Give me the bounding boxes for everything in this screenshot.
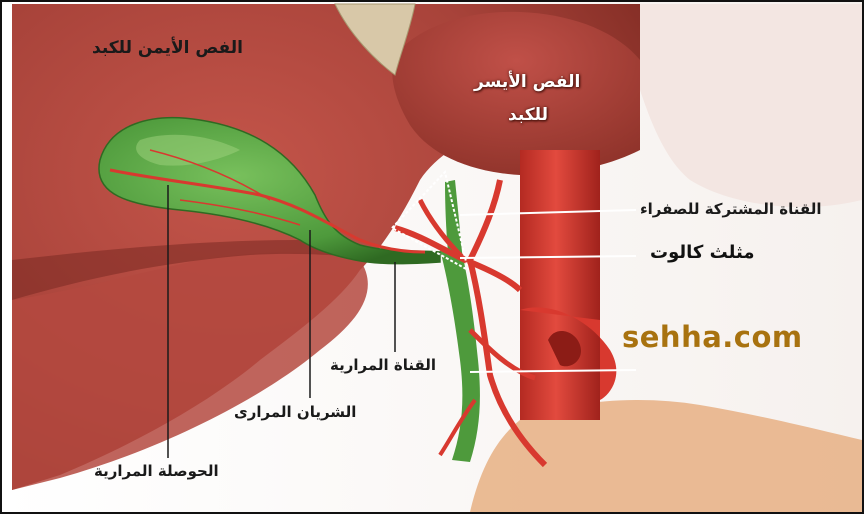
label-right-lobe: الفص الأيمن للكبد <box>92 38 243 58</box>
watermark-text: sehha.com <box>622 320 803 354</box>
label-cystic-duct: القناة المرارية <box>330 356 436 374</box>
label-gallbladder: الحوصلة المرارية <box>94 462 219 480</box>
label-calot-triangle: مثلث كالوت <box>650 242 755 263</box>
label-left-lobe-line1: الفص الأيسر <box>474 72 580 92</box>
label-common-bile-duct: القناة المشتركة للصفراء <box>640 200 821 218</box>
label-cystic-artery: الشريان المرارى <box>234 403 356 421</box>
label-left-lobe-line2: للكبد <box>508 105 548 125</box>
